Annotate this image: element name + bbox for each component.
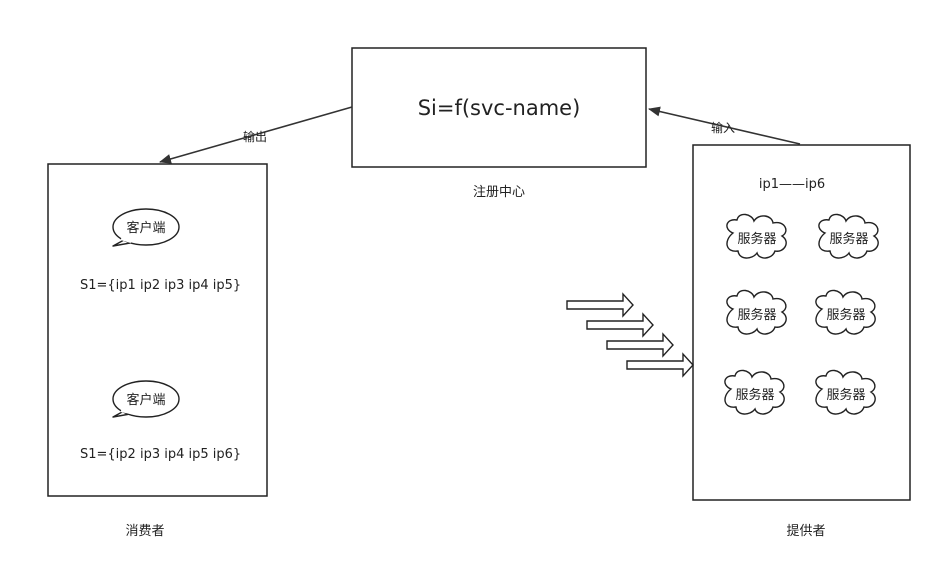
server-cloud-5[interactable]: 服务器 [724,369,785,415]
client-bubble-2[interactable]: 客户端 [112,380,180,418]
provider-node[interactable]: ip1——ip6 服务器 服务器 服务器 服务器 服务器 服务器 [692,144,911,501]
input-edge[interactable]: 输入 [648,106,801,145]
provider-ip-range: ip1——ip6 [759,177,825,192]
server-label-3: 服务器 [737,307,776,323]
server-cloud-2[interactable]: 服务器 [818,213,879,259]
client-label-2: 客户端 [126,392,165,408]
server-label-5: 服务器 [735,387,774,403]
output-edge-label: 输出 [243,129,267,144]
server-label-1: 服务器 [737,231,776,247]
client-ip-set-2: S1={ip2 ip3 ip4 ip5 ip6} [80,447,241,462]
request-flow-arrows [566,292,694,378]
client-label-1: 客户端 [126,220,165,236]
consumer-label: 消费者 [125,524,164,539]
registry-node[interactable]: Si=f(svc-name) [351,47,647,168]
server-label-6: 服务器 [826,387,865,403]
registry-formula: Si=f(svc-name) [418,96,581,120]
flow-arrow-3 [606,332,674,358]
server-cloud-6[interactable]: 服务器 [815,369,876,415]
flow-arrow-2 [586,312,654,338]
server-cloud-3[interactable]: 服务器 [726,289,787,335]
server-label-2: 服务器 [829,231,868,247]
provider-label: 提供者 [786,523,825,539]
client-ip-set-1: S1={ip1 ip2 ip3 ip4 ip5} [80,278,241,293]
server-label-4: 服务器 [826,307,865,323]
registry-label: 注册中心 [473,185,525,200]
server-cloud-4[interactable]: 服务器 [815,289,876,335]
output-edge[interactable]: 输出 [159,106,353,164]
flow-arrow-1 [566,292,634,318]
client-bubble-1[interactable]: 客户端 [112,208,180,247]
flow-arrow-4 [626,352,694,378]
server-cloud-1[interactable]: 服务器 [726,213,787,259]
consumer-node[interactable]: 客户端 S1={ip1 ip2 ip3 ip4 ip5} 客户端 S1={ip2… [47,163,268,497]
input-edge-label: 输入 [711,120,735,135]
